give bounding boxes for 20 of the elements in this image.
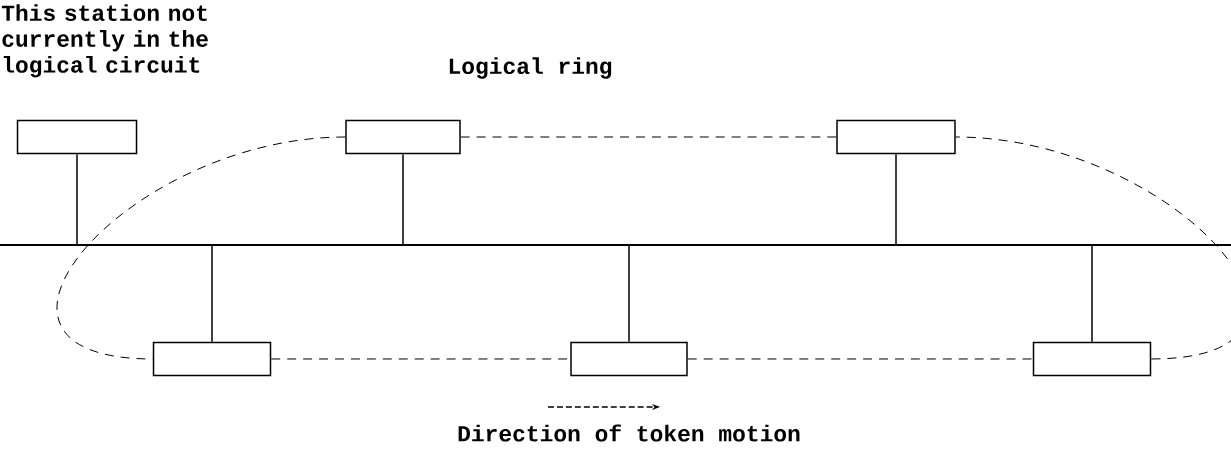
station-box xyxy=(570,341,688,377)
bus-stem xyxy=(895,153,897,246)
bus-stem xyxy=(402,153,404,246)
legend-text: Direction of token motion xyxy=(458,424,800,442)
bus-stem xyxy=(211,244,213,343)
ring-path xyxy=(460,136,837,138)
station-box xyxy=(345,119,461,155)
station-box xyxy=(152,341,272,377)
station-box xyxy=(1032,341,1152,377)
ring-label: Logical ring xyxy=(449,57,612,79)
bus-stem xyxy=(1091,244,1093,343)
ring-path xyxy=(56,136,346,360)
station-caption: This station not currently in the logical circuit xyxy=(1,4,208,78)
station-box xyxy=(836,119,956,155)
station-box xyxy=(16,119,138,155)
bus-stem xyxy=(628,244,630,343)
bus-stem xyxy=(76,153,78,246)
bus-line xyxy=(0,244,1231,246)
ring-path xyxy=(955,136,1231,360)
ring-path xyxy=(687,358,1034,360)
